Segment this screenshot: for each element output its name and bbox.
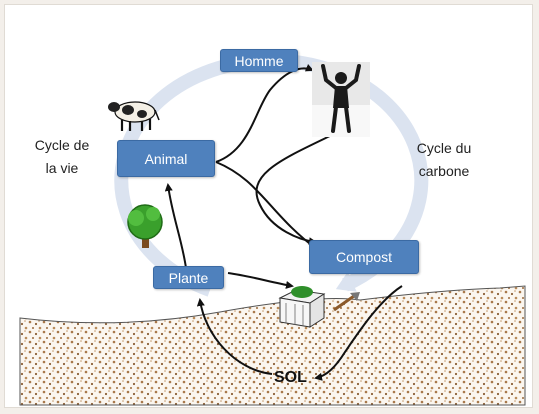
label-cycle-du-carbone-line2: carbone [418,163,470,179]
label-cycle-du-carbone: Cycle du carbone [404,137,484,183]
person-arms-raised-icon [312,62,370,137]
node-compost: Compost [309,240,419,274]
soil-layer [19,285,526,406]
arrow-sol-plante [196,298,273,375]
node-homme: Homme [220,49,298,72]
arrow-homme-compost [255,134,333,246]
cow-icon [108,101,160,131]
label-sol: SOL [274,369,307,386]
label-cycle-de-la-vie: Cycle de la vie [24,134,100,180]
label-cycle-du-carbone-line1: Cycle du [416,140,472,156]
label-cycle-de-la-vie-line1: Cycle de [34,137,90,153]
node-plante: Plante [153,266,224,289]
node-animal: Animal [117,140,215,177]
arrow-animal-homme [215,64,314,163]
arrow-animal-compost [215,161,320,252]
tree-icon [127,204,163,248]
arrow-plante-compost [227,272,294,289]
label-cycle-de-la-vie-line2: la vie [45,160,79,176]
arrow-compost-sol [314,285,403,381]
shovel-icon [333,292,360,312]
arrow-plante-animal [164,183,187,269]
compost-bin-icon [278,286,326,328]
